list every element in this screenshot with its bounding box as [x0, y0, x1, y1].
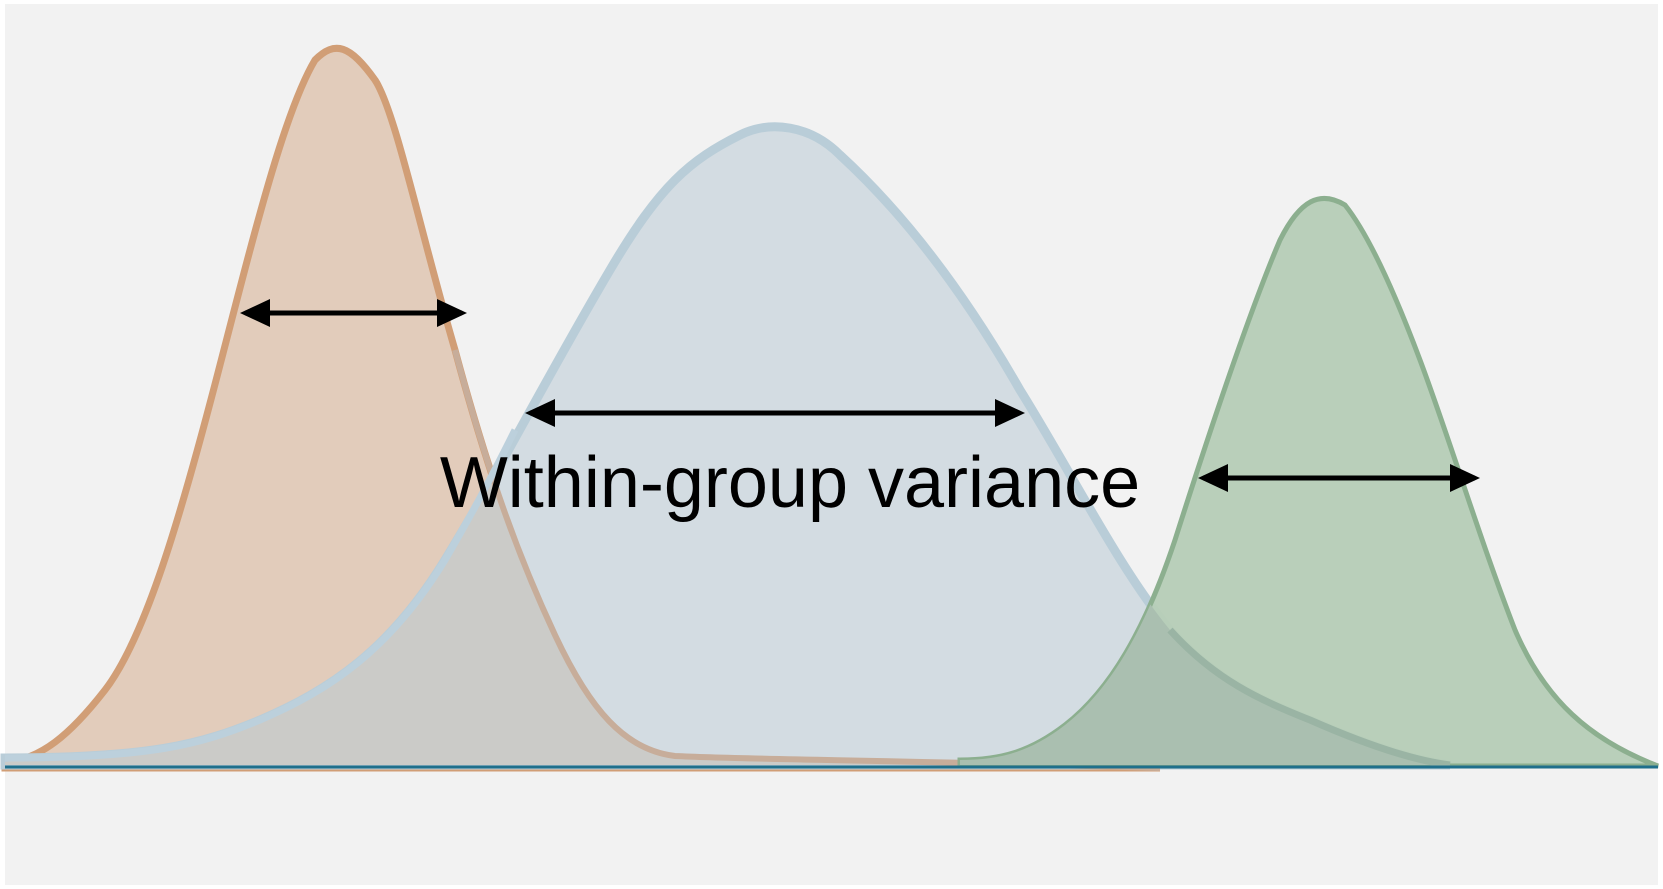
blue-arrow-left-head: [525, 399, 555, 427]
orange-arrow-right-head: [437, 299, 467, 327]
blue-distribution-tail: [1167, 627, 1451, 769]
green-arrow-left-head: [1198, 464, 1228, 492]
blue-distribution-edge: [4, 428, 519, 762]
orange-arrow-left-head: [240, 299, 270, 327]
blue-arrow-right-head: [995, 399, 1025, 427]
within-group-variance-label: Within-group variance: [440, 443, 1140, 523]
orange-distribution-edge: [452, 349, 1161, 771]
green-arrow-right-head: [1450, 464, 1480, 492]
